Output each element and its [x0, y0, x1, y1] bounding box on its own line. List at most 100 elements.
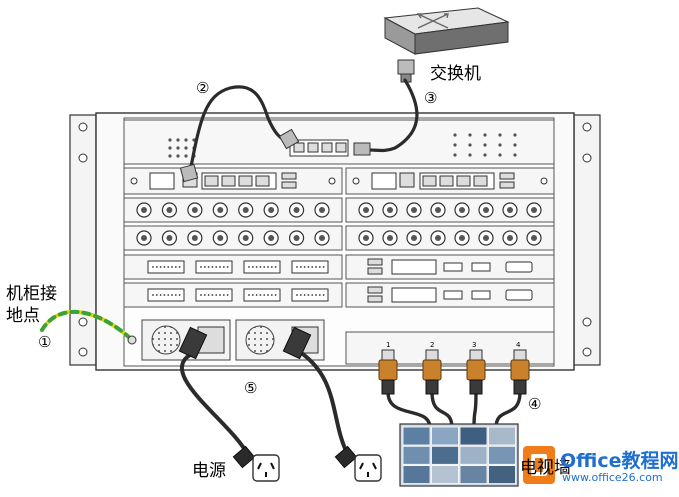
- dvi-card-rows: [123, 254, 343, 308]
- tv-screen: [488, 426, 516, 446]
- bnc-port-core: [319, 235, 325, 241]
- bnc-port-core: [242, 207, 249, 213]
- tv-screen: [488, 465, 516, 485]
- bnc-card: [345, 197, 555, 223]
- dvi-pin: [318, 294, 321, 296]
- dvi-pin: [315, 266, 317, 268]
- bnc-port-core: [531, 235, 537, 241]
- network-card-row: [123, 167, 555, 195]
- dvi-pin: [222, 266, 225, 268]
- dvi-port: [195, 288, 233, 302]
- output-port-number: 3: [472, 341, 477, 349]
- bnc-port-core: [166, 235, 173, 241]
- tv-screen: [402, 465, 431, 485]
- power-cables: [179, 350, 350, 457]
- bnc-port-core: [531, 207, 537, 213]
- watermark-url: www.office26.com: [562, 471, 663, 484]
- dvi-pin: [303, 266, 306, 268]
- connection-diagram: 交换机 机柜接 地点 电源 电视墙 ① ② ③ ④ ⑤ 1 2 3 4 Offi…: [6, 7, 679, 487]
- dvi-pin: [171, 294, 173, 296]
- sfp-port: [391, 259, 437, 275]
- dvi-pin: [226, 266, 229, 268]
- power-plugs: [178, 326, 358, 469]
- bnc-card: [123, 225, 343, 251]
- hdmi-plug-boot: [381, 379, 395, 395]
- hdmi-plug-head: [469, 349, 483, 361]
- hdmi-plug: [510, 359, 530, 381]
- tv-wall-label: 电视墙: [520, 458, 571, 478]
- bnc-port-core: [319, 207, 325, 213]
- switch-label: 交换机: [430, 64, 481, 84]
- hdmi-cables: [378, 349, 530, 430]
- bnc-port-core: [507, 207, 513, 213]
- tv-screen: [431, 426, 459, 446]
- hdmi-plug-boot: [513, 379, 527, 395]
- dvi-pin: [167, 266, 170, 268]
- dvi-pin: [251, 266, 254, 268]
- usb-port: [367, 258, 383, 266]
- dvi-port: [243, 288, 281, 302]
- power-socket-icon: [252, 454, 382, 482]
- ground-label-line2: 地点: [6, 306, 40, 326]
- bnc-port-core: [483, 235, 489, 241]
- dvi-pin: [152, 294, 154, 296]
- dvi-pin: [178, 266, 181, 268]
- dvi-pin: [267, 294, 269, 296]
- bnc-input-rows: [123, 197, 555, 356]
- dvi-pin: [215, 266, 218, 268]
- bnc-port-core: [268, 207, 275, 213]
- tv-screen: [402, 426, 431, 446]
- hdmi-plug-head: [425, 349, 439, 361]
- output-port-number: 2: [430, 341, 435, 349]
- bnc-port-core: [191, 235, 198, 241]
- power-label: 电源: [192, 461, 226, 481]
- hdmi-cable: [430, 390, 454, 430]
- hdmi-port: [443, 262, 463, 272]
- bnc-port-core: [435, 207, 441, 213]
- dvi-pin: [248, 266, 250, 268]
- dvi-pin: [163, 294, 166, 296]
- hdmi-output-card-rows: [345, 254, 555, 308]
- dvi-pin: [322, 266, 325, 268]
- dvi-pin: [211, 266, 214, 268]
- dvi-pin: [155, 294, 158, 296]
- hdmi-plug: [466, 359, 486, 381]
- dvi-pin: [163, 266, 166, 268]
- callout-3: ③: [424, 89, 438, 107]
- bnc-card: [345, 225, 555, 251]
- dvi-pin: [307, 294, 310, 296]
- bnc-card: [123, 197, 343, 223]
- hdmi-cable: [494, 390, 522, 430]
- bnc-port-core: [141, 235, 147, 241]
- dvi-pin: [219, 294, 221, 296]
- dvi-pin: [255, 266, 258, 268]
- dvi-pin: [274, 294, 277, 296]
- bnc-port-core: [459, 207, 465, 213]
- bnc-port-core: [191, 207, 198, 213]
- hdmi-plug: [422, 359, 442, 381]
- management-board: [123, 119, 555, 165]
- dvi-pin: [200, 294, 202, 296]
- tv-screen: [431, 465, 459, 485]
- dvi-port: [147, 288, 185, 302]
- bnc-port-core: [268, 235, 275, 241]
- dvi-port: [291, 288, 329, 302]
- dvi-pin: [251, 294, 254, 296]
- tv-screen: [402, 445, 431, 465]
- network-switch: [383, 7, 510, 55]
- dvi-pin: [267, 266, 269, 268]
- dvi-pin: [152, 266, 154, 268]
- bnc-port-core: [483, 207, 489, 213]
- dvi-pin: [270, 294, 273, 296]
- hdmi-port: [471, 290, 491, 300]
- dvi-pin: [178, 294, 181, 296]
- dvi-pin: [315, 294, 317, 296]
- dvi-pin: [303, 294, 306, 296]
- usb-port: [367, 295, 383, 303]
- dvi-pin: [203, 294, 206, 296]
- network-cable-3: [368, 78, 419, 153]
- callout-1: ①: [38, 333, 52, 351]
- switch-rj45-connector: [397, 59, 415, 83]
- dvi-pin: [248, 294, 250, 296]
- hdmi-plug-boot: [469, 379, 483, 395]
